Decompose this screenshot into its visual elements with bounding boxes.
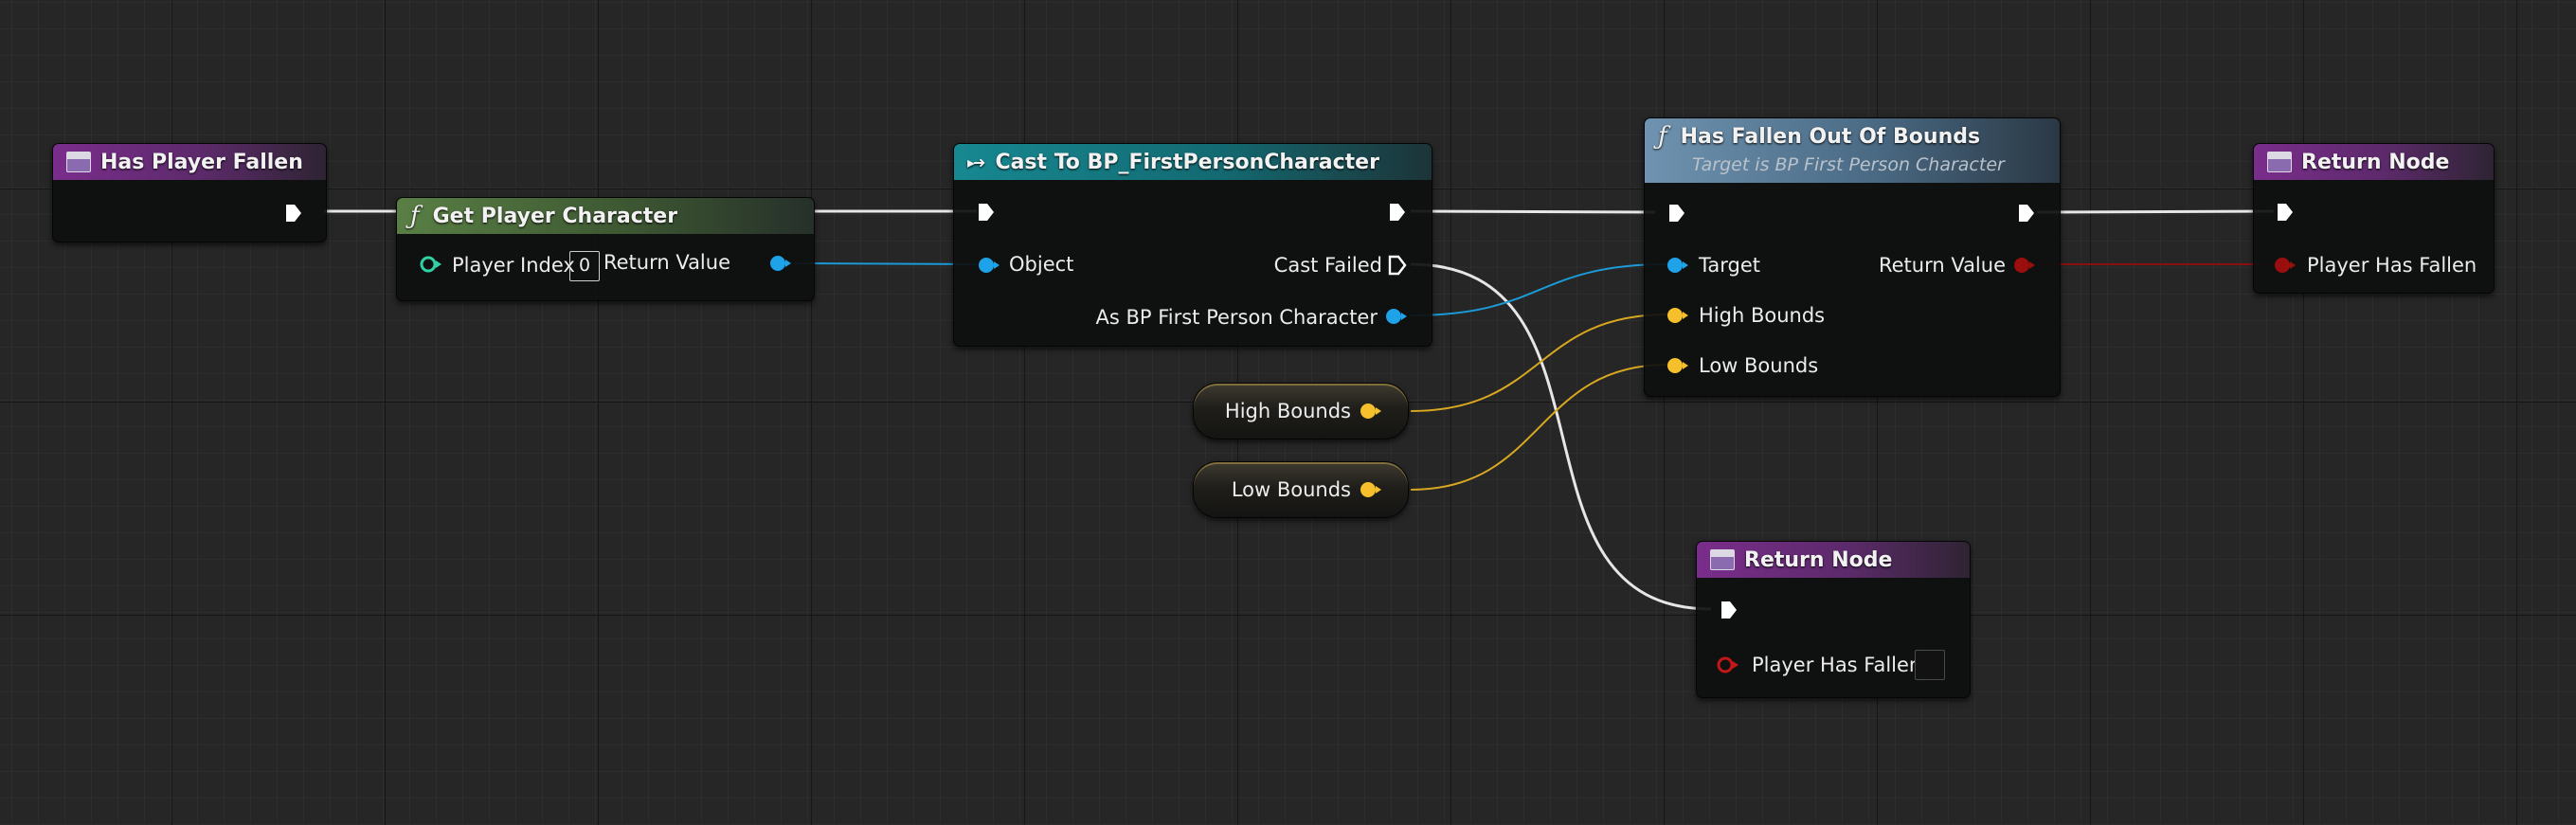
high-bounds-variable-node[interactable]: High Bounds [1193,383,1409,439]
cast-object-pin[interactable] [977,255,1001,276]
function-entry-node[interactable]: Has Player Fallen [52,143,327,242]
object-wire-player-to-cast [793,262,978,265]
cast-icon: ▸➜ [967,152,985,171]
return-node-top[interactable]: Return Node Player Has Fallen [2253,143,2495,294]
has-fallen-header[interactable]: ƒ Has Fallen Out Of Bounds Target is BP … [1645,118,2060,183]
high-bounds-label: High Bounds [1699,304,1826,327]
low-bounds-variable-label: Low Bounds [1231,478,1351,501]
exec-out-pin[interactable] [284,203,303,224]
player-index-input[interactable]: 0 [569,251,600,281]
function-entry-title: Has Player Fallen [100,150,303,174]
has-fallen-title: Has Fallen Out Of Bounds [1680,125,1981,149]
player-index-label: Player Index [452,254,575,277]
high-bounds-variable-label: High Bounds [1224,400,1351,422]
cast-exec-out-pin[interactable] [1388,202,1407,223]
return-bottom-bool-pin[interactable] [1716,655,1740,675]
function-icon: ƒ [410,202,420,230]
cast-node[interactable]: ▸➜ Cast To BP_FirstPersonCharacter Objec… [953,143,1432,347]
has-fallen-exec-out-pin[interactable] [2017,203,2036,224]
player-has-fallen-checkbox[interactable] [1915,650,1945,680]
float-wire-low [1410,364,1668,491]
target-pin[interactable] [1666,255,1690,276]
get-player-character-node[interactable]: ƒ Get Player Character Player Index 0 Re… [396,197,815,301]
return-value-object-pin[interactable] [768,253,793,274]
return-top-output-label: Player Has Fallen [2307,254,2477,277]
return-node-top-header[interactable]: Return Node [2254,144,2494,180]
low-bounds-pin[interactable] [1666,355,1690,376]
return-bottom-output-label: Player Has Fallen [1752,654,1922,676]
object-wire-cast-to-target [1410,263,1668,316]
return-node-icon [2267,152,2292,172]
has-fallen-out-of-bounds-node[interactable]: ƒ Has Fallen Out Of Bounds Target is BP … [1644,117,2061,397]
return-node-bottom-header[interactable]: Return Node [1697,542,1970,578]
exec-wire-castfailed-to-return [1410,262,1712,611]
float-wire-high [1410,314,1668,412]
return-node-bottom[interactable]: Return Node Player Has Fallen [1696,541,1971,698]
function-entry-header[interactable]: Has Player Fallen [53,144,326,180]
as-bp-first-person-label: As BP First Person Character [1095,306,1378,329]
has-fallen-return-label: Return Value [1878,254,2006,277]
get-player-character-header[interactable]: ƒ Get Player Character [397,198,814,234]
return-node-top-title: Return Node [2301,150,2450,174]
target-label: Target [1699,254,1760,277]
cast-object-label: Object [1009,253,1074,276]
get-player-character-title: Get Player Character [432,204,678,228]
high-bounds-variable-pin[interactable] [1359,401,1383,421]
return-top-exec-in-pin[interactable] [2276,202,2295,223]
has-fallen-return-bool-pin[interactable] [2012,255,2037,276]
return-bottom-exec-in-pin[interactable] [1720,600,1738,620]
cast-title: Cast To BP_FirstPersonCharacter [995,150,1379,174]
cast-exec-in-pin[interactable] [977,202,996,223]
player-index-pin[interactable] [419,254,443,275]
high-bounds-pin[interactable] [1666,305,1690,326]
function-entry-icon [66,152,91,172]
return-value-label: Return Value [603,251,730,274]
return-node-bottom-title: Return Node [1744,547,1893,572]
low-bounds-variable-node[interactable]: Low Bounds [1193,461,1409,518]
cast-header[interactable]: ▸➜ Cast To BP_FirstPersonCharacter [954,144,1432,180]
exec-wire-cast-to-hasfallen [1410,209,1656,214]
as-bp-first-person-pin[interactable] [1384,306,1409,327]
function-icon: ƒ [1658,122,1667,151]
cast-failed-label: Cast Failed [1273,254,1382,277]
has-fallen-exec-in-pin[interactable] [1667,203,1686,224]
return-node-icon [1710,549,1735,570]
has-fallen-subtitle: Target is BP First Person Character [1692,154,2005,175]
low-bounds-label: Low Bounds [1699,354,1819,377]
return-top-bool-pin[interactable] [2273,255,2297,276]
exec-wire-hasfallen-to-return [2036,209,2275,214]
cast-failed-exec-pin[interactable] [1388,255,1407,276]
low-bounds-variable-pin[interactable] [1359,479,1383,500]
